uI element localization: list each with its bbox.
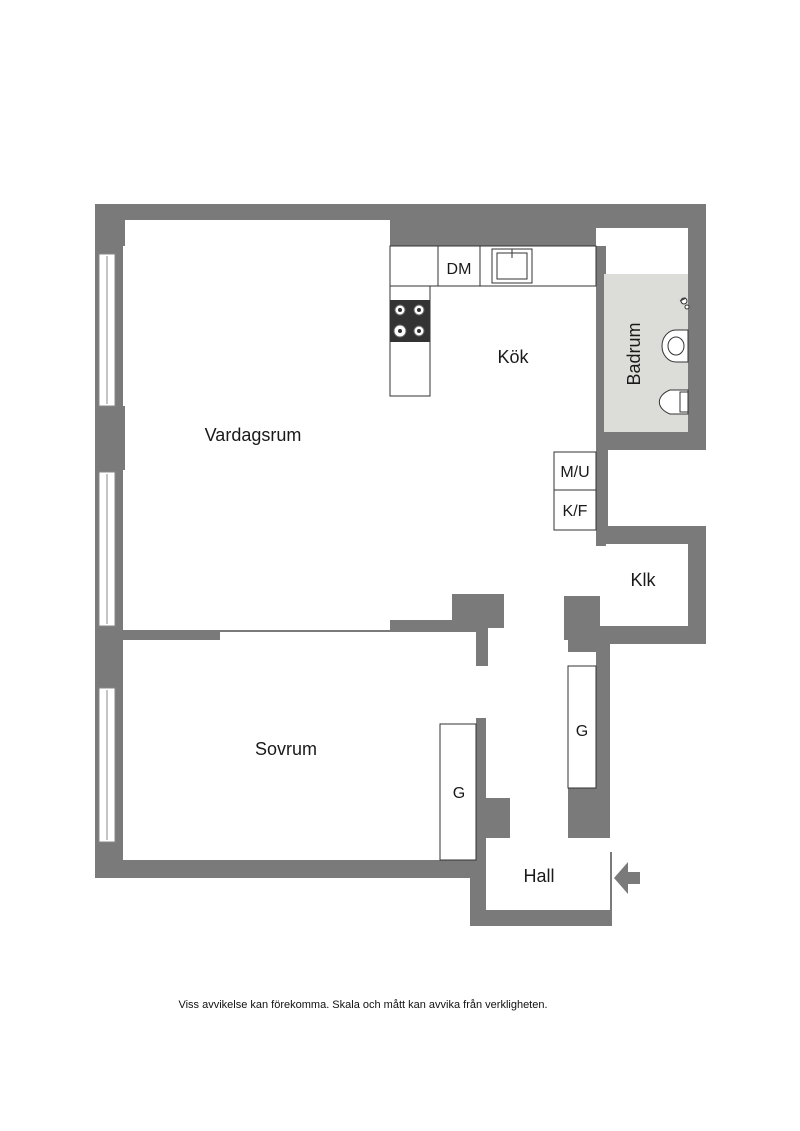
appliance-cabinets xyxy=(553,451,597,531)
room-label-klk: Klk xyxy=(630,570,656,590)
bathroom-fixtures xyxy=(658,297,690,415)
fixture-label-g-hall: G xyxy=(576,723,588,740)
fixture-label-mu: M/U xyxy=(560,464,589,481)
floors xyxy=(123,220,688,910)
windows xyxy=(98,253,116,843)
shower-icon xyxy=(679,297,690,310)
wardrobe-hall xyxy=(567,665,597,789)
fixture-label-dm: DM xyxy=(447,261,472,278)
wardrobe-sovrum xyxy=(439,723,477,861)
kf-cabinet xyxy=(553,489,597,531)
room-label-hall: Hall xyxy=(523,866,554,886)
sink-icon xyxy=(491,248,533,284)
entrance-arrow-icon xyxy=(614,862,640,894)
room-label-vardagsrum: Vardagsrum xyxy=(205,425,302,445)
room-label-kok: Kök xyxy=(497,347,529,367)
wardrobes xyxy=(439,665,597,861)
fixture-label-kf: K/F xyxy=(563,503,588,520)
room-label-sovrum: Sovrum xyxy=(255,739,317,759)
disclaimer-text: Viss avvikelse kan förekomma. Skala och … xyxy=(178,999,548,1011)
room-label-badrum: Badrum xyxy=(624,322,644,385)
stove-icon xyxy=(390,300,430,342)
fixture-label-g-sovrum: G xyxy=(453,785,465,802)
